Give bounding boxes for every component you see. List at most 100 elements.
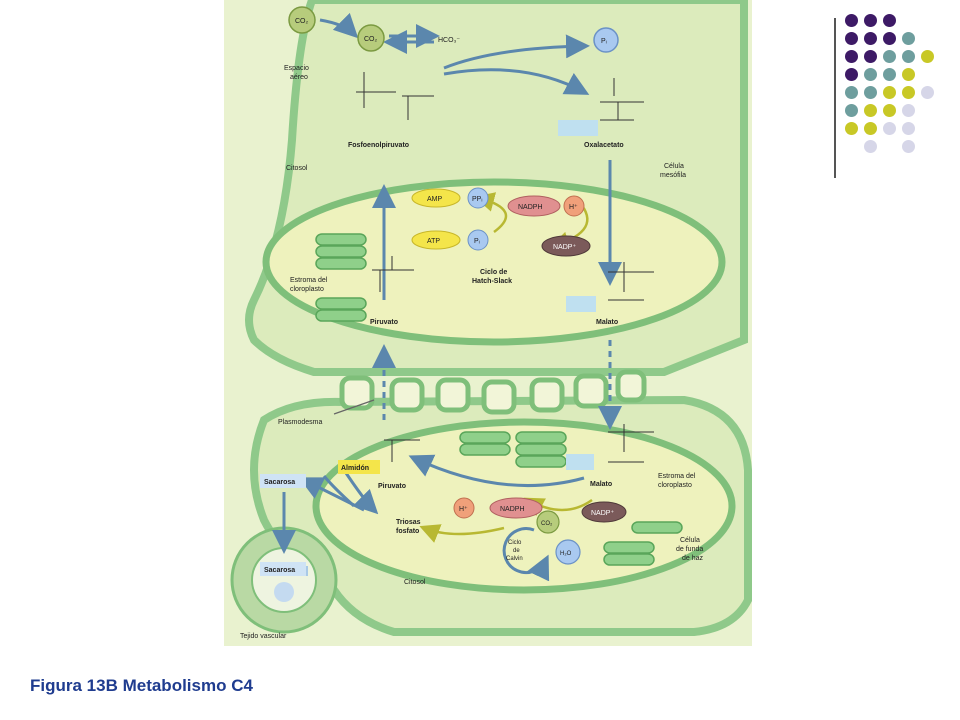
figure-caption: Figura 13B Metabolismo C4 [30,676,253,695]
aereo-label: aéreo [290,74,308,81]
sacarosa-box [260,474,306,488]
decorative-dot [902,68,915,81]
decorative-dot [883,32,896,45]
calvin-label-2: de [513,548,520,554]
nadp-top-badge [541,235,591,257]
bundle-sheath-label-3: de haz [682,555,704,562]
calvin-label-3: Calvin [506,556,523,562]
decorative-dot [921,50,934,63]
amp-badge [411,188,461,208]
nadp-top-label: NADP⁺ [553,244,576,251]
decorative-dot [864,140,877,153]
co2-bot-label: CO₂ [541,521,553,527]
decorative-dot [902,50,915,63]
decorative-dot [845,86,858,99]
nadp-bot-label: NADP⁺ [591,510,614,517]
malato-highlight [566,296,596,312]
decorative-dot [864,122,877,135]
triosas-label-1: Triosas [396,519,421,526]
h-top-label: H⁺ [569,204,578,211]
decorative-dot [864,32,877,45]
decorative-dot [845,122,858,135]
malato-bot-label: Malato [590,481,612,488]
oxalacetato-label: Oxalacetato [584,142,624,149]
ppi-badge [467,187,489,209]
decorative-dot [845,14,858,27]
co2-in-label: CO₂ [364,36,378,43]
almidon-label-box [338,460,380,474]
decorative-dot [902,104,915,117]
co2-top-label: CO₂ [295,18,309,25]
estroma-top-label-2: cloroplasto [290,286,324,293]
decorative-dot [864,50,877,63]
espacio-label: Espacio [284,65,309,72]
amp-label: AMP [427,196,443,203]
decorative-dot [864,14,877,27]
triosas-label-2: fosfato [396,528,419,535]
sacarosa-label-2: Sacarosa [264,567,295,574]
divider-line [834,18,836,178]
plasmodesma-label: Plasmodesma [278,419,322,426]
hatch-slack-label-2: Hatch-Slack [472,278,512,285]
hatch-slack-label-1: Ciclo de [480,269,507,276]
ppi-label: PPᵢ [472,196,482,203]
fosfoenolpiruvato-label: Fosfoenolpiruvato [348,142,409,149]
calvin-label-1: Ciclo [508,540,522,546]
estroma-bot-label-2: cloroplasto [658,482,692,489]
co2-atmosphere-badge [288,6,316,34]
h-bot-badge [453,497,475,519]
h2o-badge [555,539,581,565]
pi-top-badge [593,27,619,53]
decorative-dot [921,86,934,99]
piruvato-top-label: Piruvato [370,319,398,326]
decorative-dot [845,68,858,81]
decorative-dot [902,86,915,99]
citosol-top-label: Citosol [286,165,308,172]
pi-mid-badge [467,229,489,251]
decorative-dot [845,32,858,45]
tejido-vascular-label: Tejido vascular [240,633,287,640]
grana-stack [315,233,367,322]
atp-badge [411,230,461,250]
decorative-dot [883,122,896,135]
decorative-dot [845,50,858,63]
decorative-dot [864,104,877,117]
piruvato-bot-label: Piruvato [378,483,406,490]
co2-bot-badge [536,510,560,534]
celula-mesofila-label-1: Célula [664,163,684,170]
oxalacetato-highlight [558,120,598,136]
h2o-label: H₂O [560,551,572,557]
decorative-dot [883,86,896,99]
grana-stack [459,431,683,566]
structure-formulas [356,72,654,463]
co2-cytosol-badge [357,24,385,52]
pi-top-label: Pᵢ [601,38,607,45]
decorative-dot [845,104,858,117]
pi-mid-label: Pᵢ [474,238,480,245]
nadph-top-label: NADPH [518,204,543,211]
nadph-bot-badge [489,497,543,519]
h-top-badge [563,195,585,217]
malato-bot-highlight [566,454,594,470]
c4-metabolism-figure: CO₂ CO₂ HCO₃⁻ Pᵢ Espacio aéreo Fosfoenol… [224,0,752,646]
decorative-dot [883,14,896,27]
atp-label: ATP [427,238,440,245]
malato-top-label: Malato [596,319,618,326]
celula-mesofila-label-2: mesófila [660,172,686,179]
decorative-dot [902,140,915,153]
bundle-sheath-label-2: de funda [676,546,703,553]
plasmodesma-pointer [333,399,375,415]
nadph-bot-label: NADPH [500,506,525,513]
estroma-top-label-1: Estroma del [290,277,328,284]
mesophyll-chloroplast [262,178,726,346]
decorative-dot [864,68,877,81]
plasmodesmata-walls [339,369,647,415]
nadph-top-badge [507,195,561,217]
decorative-dot [883,50,896,63]
decorative-dot [883,104,896,117]
sacarosa-vascular-box [260,562,306,576]
decorative-dot [902,122,915,135]
sacarosa-label-1: Sacarosa [264,479,295,486]
citosol-bot-label: Citosol [404,579,426,586]
bundle-sheath-label-1: Célula [680,537,700,544]
